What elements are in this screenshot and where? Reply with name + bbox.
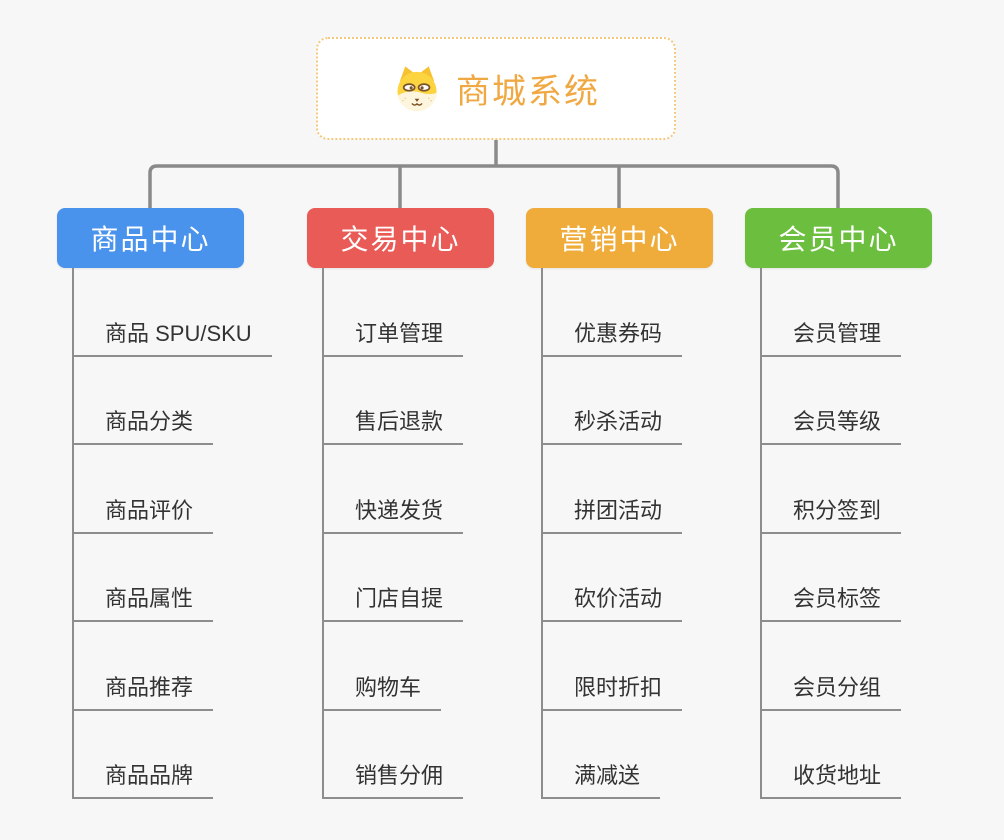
leaf-node[interactable]: 积分签到 xyxy=(745,445,975,534)
leaf-node[interactable]: 订单管理 xyxy=(307,268,537,357)
leaf-label: 会员等级 xyxy=(760,404,902,445)
branch-items: 订单管理 售后退款 快递发货 门店自提 购物车 销售分佣 xyxy=(307,268,537,799)
branch-trunk-line xyxy=(760,268,762,799)
leaf-node[interactable]: 快递发货 xyxy=(307,445,537,534)
branch-trunk-line xyxy=(541,268,543,799)
leaf-node[interactable]: 购物车 xyxy=(307,622,537,711)
leaf-node[interactable]: 商品分类 xyxy=(57,357,287,445)
branch-label: 营销中心 xyxy=(559,224,680,255)
leaf-node[interactable]: 会员等级 xyxy=(745,357,975,445)
leaf-node[interactable]: 会员管理 xyxy=(745,268,975,357)
leaf-node[interactable]: 砍价活动 xyxy=(526,534,756,622)
leaf-node[interactable]: 会员标签 xyxy=(745,534,975,622)
leaf-label: 门店自提 xyxy=(322,581,464,622)
leaf-label: 商品属性 xyxy=(72,581,214,622)
branch-box-marketing-center[interactable]: 营销中心 xyxy=(526,208,713,268)
leaf-node[interactable]: 商品评价 xyxy=(57,445,287,534)
leaf-label: 商品分类 xyxy=(72,404,214,445)
leaf-label: 限时折扣 xyxy=(541,670,683,711)
leaf-node[interactable]: 秒杀活动 xyxy=(526,357,756,445)
branch-marketing-center: 营销中心 优惠券码 秒杀活动 拼团活动 砍价活动 限时折扣 满减送 xyxy=(526,208,756,799)
leaf-label: 商品评价 xyxy=(72,493,214,534)
leaf-node[interactable]: 商品推荐 xyxy=(57,622,287,711)
leaf-label: 销售分佣 xyxy=(322,758,464,799)
leaf-label: 商品 SPU/SKU xyxy=(72,316,272,357)
leaf-node[interactable]: 限时折扣 xyxy=(526,622,756,711)
leaf-node[interactable]: 满减送 xyxy=(526,711,756,799)
root-node[interactable]: 商城系统 xyxy=(316,37,676,140)
branch-items: 优惠券码 秒杀活动 拼团活动 砍价活动 限时折扣 满减送 xyxy=(526,268,756,799)
leaf-node[interactable]: 会员分组 xyxy=(745,622,975,711)
leaf-node[interactable]: 收货地址 xyxy=(745,711,975,799)
leaf-node[interactable]: 销售分佣 xyxy=(307,711,537,799)
branch-items: 商品 SPU/SKU 商品分类 商品评价 商品属性 商品推荐 商品品牌 xyxy=(57,268,287,799)
leaf-label: 砍价活动 xyxy=(541,581,683,622)
leaf-node[interactable]: 门店自提 xyxy=(307,534,537,622)
leaf-label: 快递发货 xyxy=(322,493,464,534)
branch-box-trade-center[interactable]: 交易中心 xyxy=(307,208,494,268)
branch-box-product-center[interactable]: 商品中心 xyxy=(57,208,244,268)
leaf-node[interactable]: 售后退款 xyxy=(307,357,537,445)
leaf-node[interactable]: 商品品牌 xyxy=(57,711,287,799)
branch-label: 交易中心 xyxy=(340,224,461,255)
leaf-label: 会员标签 xyxy=(760,581,902,622)
leaf-label: 购物车 xyxy=(322,670,442,711)
leaf-label: 商品品牌 xyxy=(72,758,214,799)
leaf-label: 积分签到 xyxy=(760,493,902,534)
leaf-label: 满减送 xyxy=(541,758,661,799)
branch-trade-center: 交易中心 订单管理 售后退款 快递发货 门店自提 购物车 销售分佣 xyxy=(307,208,537,799)
leaf-node[interactable]: 优惠券码 xyxy=(526,268,756,357)
branch-trunk-line xyxy=(322,268,324,799)
root-title: 商城系统 xyxy=(456,73,600,111)
leaf-label: 订单管理 xyxy=(322,316,464,357)
leaf-label: 售后退款 xyxy=(322,404,464,445)
leaf-node[interactable]: 商品 SPU/SKU xyxy=(57,268,287,357)
leaf-label: 优惠券码 xyxy=(541,316,683,357)
leaf-node[interactable]: 商品属性 xyxy=(57,534,287,622)
branch-trunk-line xyxy=(72,268,74,799)
leaf-label: 会员分组 xyxy=(760,670,902,711)
branch-items: 会员管理 会员等级 积分签到 会员标签 会员分组 收货地址 xyxy=(745,268,975,799)
branch-member-center: 会员中心 会员管理 会员等级 积分签到 会员标签 会员分组 收货地址 xyxy=(745,208,975,799)
branch-product-center: 商品中心 商品 SPU/SKU 商品分类 商品评价 商品属性 商品推荐 商品品牌 xyxy=(57,208,287,799)
leaf-label: 拼团活动 xyxy=(541,493,683,534)
shiba-dog-icon xyxy=(397,65,437,111)
branch-box-member-center[interactable]: 会员中心 xyxy=(745,208,932,268)
branch-label: 商品中心 xyxy=(90,224,211,255)
branch-label: 会员中心 xyxy=(778,224,899,255)
leaf-label: 秒杀活动 xyxy=(541,404,683,445)
leaf-node[interactable]: 拼团活动 xyxy=(526,445,756,534)
leaf-label: 会员管理 xyxy=(760,316,902,357)
leaf-label: 收货地址 xyxy=(760,758,902,799)
leaf-label: 商品推荐 xyxy=(72,670,214,711)
